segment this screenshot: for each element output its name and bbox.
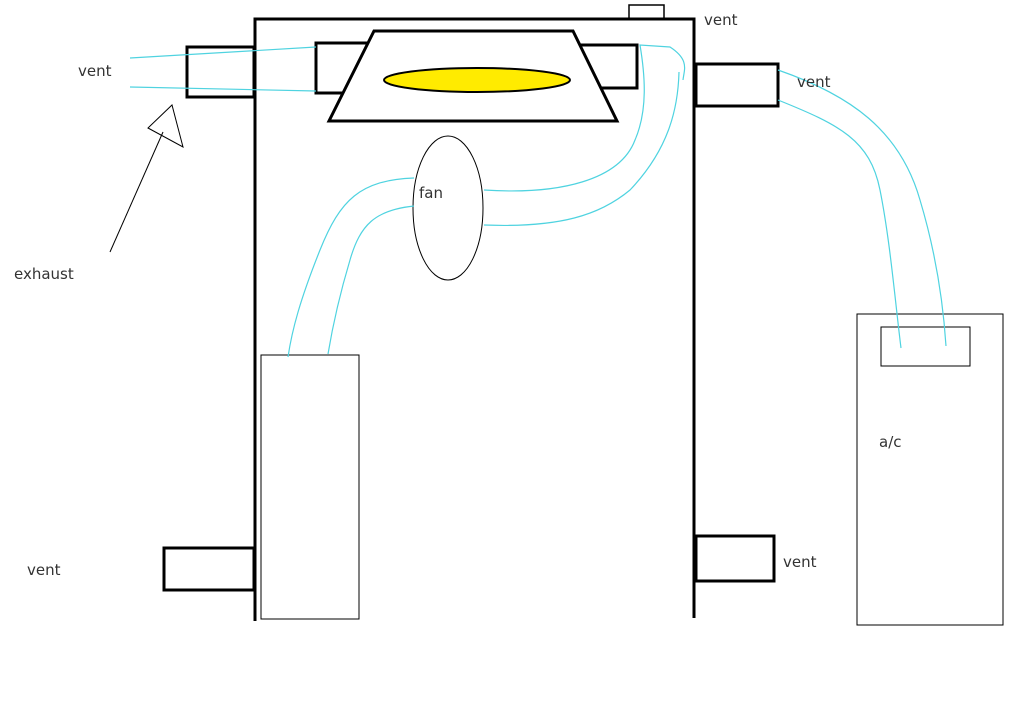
label-ac: a/c: [879, 433, 902, 451]
ac-duct-inner: [777, 99, 902, 349]
ducts: [129, 44, 947, 358]
label-vent-right-top: vent: [797, 73, 831, 91]
exhaust-arrow-shaft: [109, 131, 164, 253]
label-vent-left-top: vent: [78, 62, 112, 80]
label-exhaust: exhaust: [14, 265, 74, 283]
exhaust-arrow-head: [147, 104, 184, 148]
exhaust-arrow: [109, 104, 184, 253]
fan-box-duct-inner: [327, 205, 415, 355]
exhaust-duct-top: [129, 46, 317, 59]
ac-unit: [856, 313, 1004, 626]
fan-box-duct-outer: [287, 177, 415, 358]
label-vent-left-bottom: vent: [27, 561, 61, 579]
right-bottom-vent: [694, 534, 776, 583]
top-center-vent: [628, 4, 665, 20]
label-fan: fan: [419, 184, 443, 202]
heater-element: [383, 67, 571, 93]
label-vent-top-center: vent: [704, 11, 738, 29]
label-vent-right-bottom: vent: [783, 553, 817, 571]
ac-duct-outer: [777, 69, 947, 347]
left-bottom-vent: [162, 546, 256, 592]
fan-hood-duct-inner: [483, 71, 680, 227]
left-top-vent: [185, 45, 256, 99]
fan: [412, 135, 484, 281]
ac-intake: [880, 326, 971, 367]
enclosure-wall: [253, 17, 696, 621]
internal-box: [260, 354, 360, 620]
exhaust-duct-bottom: [129, 86, 317, 92]
fan-hood-duct-outer: [483, 44, 686, 192]
right-top-vent: [694, 62, 780, 108]
